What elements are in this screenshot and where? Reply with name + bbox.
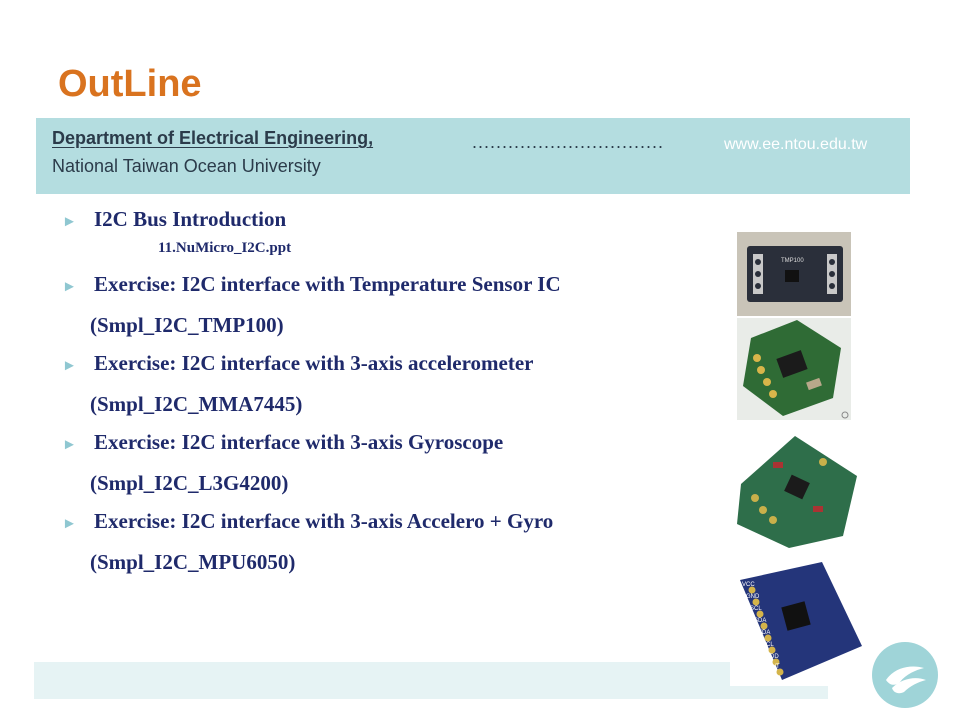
mpu-pin-label: XCL — [762, 642, 774, 648]
mpu6050-board-image: VCC GND SCL SDA XDA XCL ADD INT — [730, 560, 868, 686]
wave-logo-icon — [886, 666, 926, 694]
tmp100-board-image: TMP100 — [737, 232, 851, 316]
bullet-arrow-icon: ► — [62, 516, 77, 532]
bullet-item: ► Exercise: I2C interface with 3-axis Acc… — [62, 502, 742, 543]
footer-band — [34, 662, 828, 699]
mpu-pin-label: SDA — [754, 618, 766, 624]
bullet-arrow-icon: ► — [62, 358, 77, 374]
bullet-item: ► Exercise: I2C interface with 3-axis acc… — [62, 344, 742, 385]
bullet-text: Exercise: I2C interface with 3-axis acce… — [94, 351, 534, 375]
bullet-continuation: (Smpl_I2C_L3G4200) — [90, 471, 289, 495]
mpu-pin-label: ADD — [766, 654, 779, 660]
header-band: Department of Electrical Engineering, ..… — [36, 118, 910, 194]
bullet-arrow-icon: ► — [62, 437, 77, 453]
mpu-pin-label: VCC — [742, 582, 755, 588]
bullet-arrow-icon: ► — [62, 279, 77, 295]
bullet-text: I2C Bus Introduction — [94, 207, 287, 231]
department-name: Department of Electrical Engineering, — [52, 128, 374, 148]
website-url[interactable]: www.ee.ntou.edu.tw — [724, 136, 868, 153]
l3g4200-board-image — [733, 432, 863, 552]
slide-title: OutLine — [58, 63, 202, 105]
bullet-arrow-icon: ► — [62, 214, 77, 230]
bullet-item: ► Exercise: I2C interface with 3-axis Gyr… — [62, 423, 742, 464]
header-dots: ................................ — [472, 132, 665, 152]
bullet-text: Exercise: I2C interface with 3-axis Gyro… — [94, 430, 504, 454]
bullet-continuation: (Smpl_I2C_TMP100) — [90, 313, 284, 337]
bullet-item: ► I2C Bus Introduction — [62, 200, 742, 241]
bullet-text: Exercise: I2C interface with 3-axis Acce… — [94, 509, 554, 533]
tmp100-label: TMP100 — [781, 258, 804, 264]
mma7455-board-image — [737, 318, 851, 420]
bullet-subnote: 11.NuMicro_I2C.ppt — [158, 240, 292, 256]
mpu-pin-label: GND — [746, 594, 760, 600]
bullet-list: ► I2C Bus Introduction 11.NuMicro_I2C.ppt… — [62, 200, 742, 581]
mpu-pin-label: INT — [770, 664, 780, 670]
university-logo — [872, 642, 938, 708]
mpu-pin-label: XDA — [758, 630, 770, 636]
bullet-continuation: (Smpl_I2C_MPU6050) — [90, 550, 296, 574]
bullet-continuation: (Smpl_I2C_MMA7445) — [90, 392, 303, 416]
bullet-text: Exercise: I2C interface with Temperature… — [94, 272, 561, 296]
bullet-item: ► Exercise: I2C interface with Temperatur… — [62, 265, 742, 306]
mpu-pin-label: SCL — [750, 606, 762, 612]
university-name: National Taiwan Ocean University — [52, 156, 321, 176]
